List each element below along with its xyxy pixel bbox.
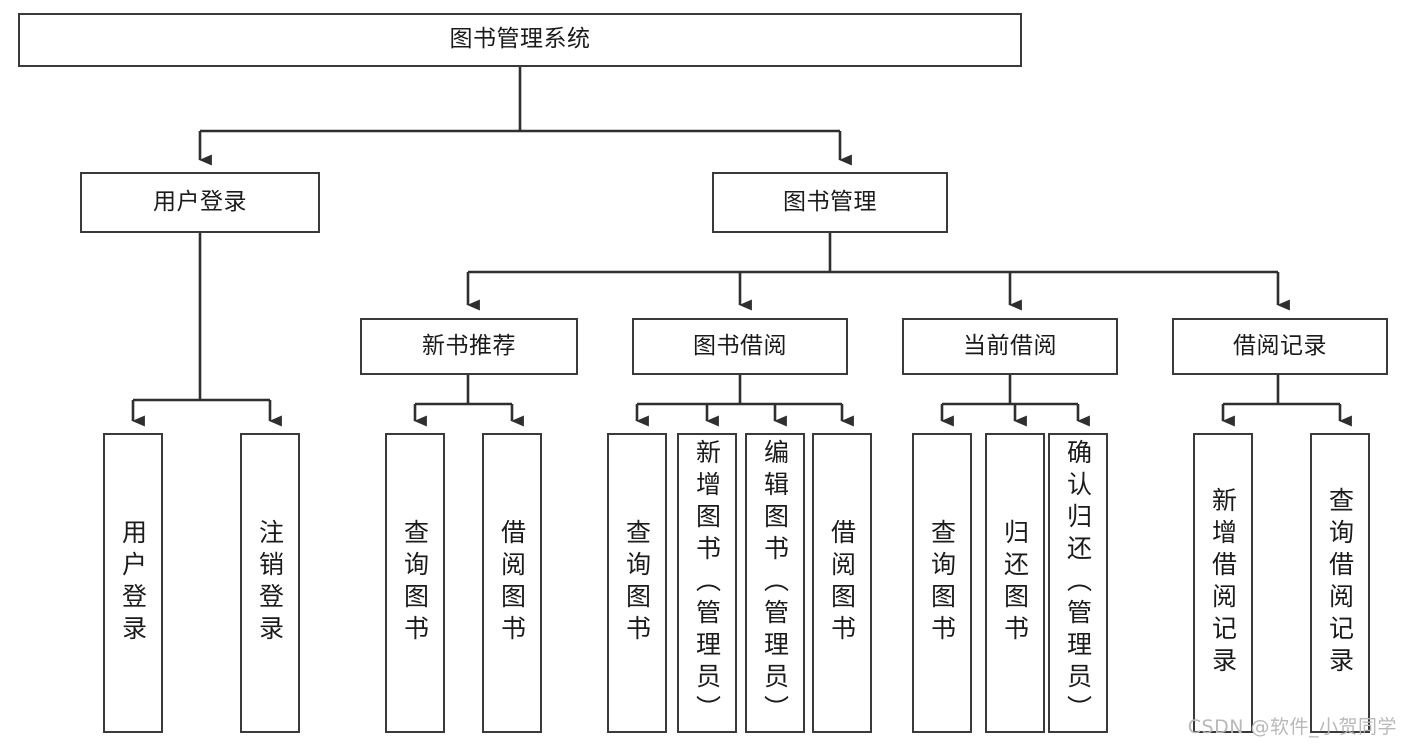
- leaf-new-book-borrow-label: 借阅图书: [497, 519, 527, 647]
- node-new-book-recommend[interactable]: 新书推荐: [360, 318, 578, 375]
- leaf-current-borrow-confirm[interactable]: 确认归还（管理员）: [1048, 433, 1108, 733]
- leaf-borrow-record-add[interactable]: 新增借阅记录: [1193, 433, 1253, 733]
- leaf-new-book-borrow[interactable]: 借阅图书: [482, 433, 542, 733]
- leaf-book-borrow-query-label: 查询图书: [622, 519, 652, 647]
- leaf-book-borrow-add-label: 新增图书（管理员）: [692, 439, 722, 727]
- node-current-borrow-label: 当前借阅: [963, 332, 1057, 359]
- leaf-new-book-query[interactable]: 查询图书: [385, 433, 445, 733]
- leaf-current-borrow-return[interactable]: 归还图书: [985, 433, 1045, 733]
- leaf-current-borrow-return-label: 归还图书: [1000, 519, 1030, 647]
- leaf-user-login-login[interactable]: 用户登录: [103, 433, 163, 733]
- leaf-book-borrow-query[interactable]: 查询图书: [607, 433, 667, 733]
- leaf-book-borrow-edit[interactable]: 编辑图书（管理员）: [745, 433, 805, 733]
- node-root[interactable]: 图书管理系统: [18, 13, 1022, 67]
- leaf-borrow-record-add-label: 新增借阅记录: [1208, 487, 1238, 679]
- leaf-user-login-logout[interactable]: 注销登录: [240, 433, 300, 733]
- leaf-current-borrow-confirm-label: 确认归还（管理员）: [1063, 439, 1093, 727]
- node-user-login-label: 用户登录: [153, 188, 247, 215]
- node-root-label: 图书管理系统: [449, 26, 591, 53]
- node-book-borrow[interactable]: 图书借阅: [632, 318, 848, 375]
- leaf-new-book-query-label: 查询图书: [400, 519, 430, 647]
- node-borrow-record-label: 借阅记录: [1233, 332, 1327, 359]
- node-book-management[interactable]: 图书管理: [712, 172, 948, 233]
- node-book-management-label: 图书管理: [783, 188, 877, 215]
- leaf-book-borrow-borrow-label: 借阅图书: [827, 519, 857, 647]
- node-book-borrow-label: 图书借阅: [693, 332, 787, 359]
- leaf-book-borrow-borrow[interactable]: 借阅图书: [812, 433, 872, 733]
- node-borrow-record[interactable]: 借阅记录: [1172, 318, 1388, 375]
- leaf-book-borrow-edit-label: 编辑图书（管理员）: [760, 439, 790, 727]
- node-user-login[interactable]: 用户登录: [80, 172, 320, 233]
- leaf-current-borrow-query-label: 查询图书: [927, 519, 957, 647]
- leaf-current-borrow-query[interactable]: 查询图书: [912, 433, 972, 733]
- node-current-borrow[interactable]: 当前借阅: [902, 318, 1118, 375]
- watermark: CSDN @软件_小贺同学: [1187, 716, 1397, 738]
- leaf-book-borrow-add[interactable]: 新增图书（管理员）: [677, 433, 737, 733]
- leaf-borrow-record-query-label: 查询借阅记录: [1325, 487, 1355, 679]
- leaf-user-login-logout-label: 注销登录: [255, 519, 285, 647]
- leaf-user-login-login-label: 用户登录: [118, 519, 148, 647]
- node-new-book-recommend-label: 新书推荐: [422, 332, 516, 359]
- leaf-borrow-record-query[interactable]: 查询借阅记录: [1310, 433, 1370, 733]
